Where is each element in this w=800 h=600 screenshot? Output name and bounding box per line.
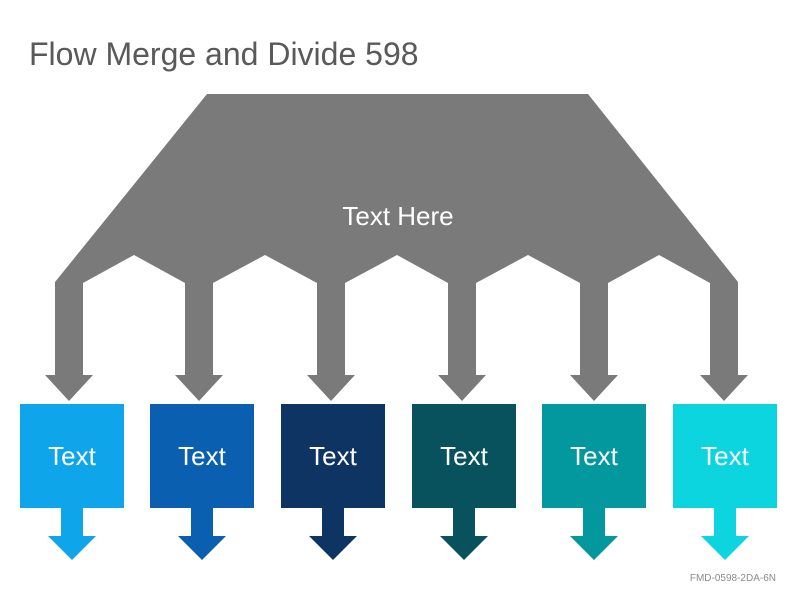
output-box-6: Text	[673, 404, 777, 560]
output-box-label-1: Text	[48, 441, 96, 471]
footer-code: FMD-0598-2DA-6N	[689, 573, 776, 584]
output-box-label-6: Text	[701, 441, 749, 471]
merge-label: Text Here	[342, 201, 453, 231]
output-box-rect-1	[20, 404, 124, 508]
output-box-3: Text	[281, 404, 385, 560]
output-box-rect-2	[150, 404, 254, 508]
output-box-2: Text	[150, 404, 254, 560]
output-box-label-3: Text	[309, 441, 357, 471]
output-arrow-3	[309, 506, 357, 560]
output-box-label-4: Text	[440, 441, 488, 471]
output-box-rect-6	[673, 404, 777, 508]
slide-title: Flow Merge and Divide 598	[29, 36, 419, 72]
output-box-rect-3	[281, 404, 385, 508]
output-box-5: Text	[542, 404, 646, 560]
output-arrow-2	[178, 506, 226, 560]
merge-body	[45, 94, 748, 401]
output-arrow-5	[570, 506, 618, 560]
output-arrow-4	[440, 506, 488, 560]
output-arrow-1	[48, 506, 96, 560]
output-box-label-2: Text	[178, 441, 226, 471]
output-box-4: Text	[412, 404, 516, 560]
output-box-rect-5	[542, 404, 646, 508]
output-box-rect-4	[412, 404, 516, 508]
output-boxes: Text Text Text Text Text Text	[20, 404, 777, 560]
output-box-1: Text	[20, 404, 124, 560]
output-box-label-5: Text	[570, 441, 618, 471]
merge-shape: Text Here	[45, 94, 748, 401]
output-arrow-6	[701, 506, 749, 560]
